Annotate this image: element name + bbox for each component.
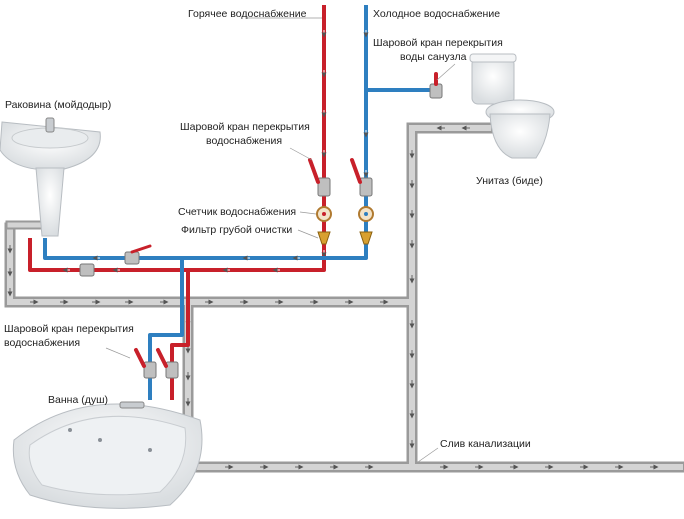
drain-label: Слив канализации (440, 438, 531, 450)
cold-water-meter-icon (358, 206, 374, 222)
meter-label: Счетчик водоснабжения (178, 206, 296, 218)
main-hot-valve (308, 158, 331, 197)
toilet-valve-label-2: воды санузла (400, 51, 467, 63)
sink-hot-valve (79, 263, 95, 277)
bath-hot-valve (156, 348, 179, 379)
toilet-label: Унитаз (биде) (476, 175, 543, 187)
bath-valve-label-2: водоснабжения (4, 337, 80, 349)
cold-filter-icon (359, 231, 373, 245)
hot-supply-label: Горячее водоснабжение (188, 8, 307, 20)
toilet-valve (429, 72, 443, 99)
sink-label: Раковина (мойдодыр) (5, 99, 111, 111)
filter-label: Фильтр грубой очистки (181, 224, 292, 236)
drain-leader (417, 447, 439, 463)
bath-valve-label-1: Шаровой кран перекрытия (4, 323, 134, 335)
bathtub-illustration (12, 401, 203, 509)
cold-supply-label: Холодное водоснабжение (373, 8, 500, 20)
bath-cold-valve (134, 348, 157, 379)
main-valve-leader (289, 147, 313, 161)
toilet-illustration (469, 53, 555, 159)
filter-leader (297, 229, 319, 239)
toilet-valve-leader (436, 63, 456, 81)
hot-water-meter-icon (316, 206, 332, 222)
sink-illustration (0, 117, 101, 237)
meter-leader (299, 211, 317, 215)
cold-water-pipes (43, 5, 432, 400)
bath-label: Ванна (душ) (48, 394, 108, 406)
main-valve-label-2: водоснабжения (206, 135, 282, 147)
main-valve-label-1: Шаровой кран перекрытия (180, 121, 310, 133)
sink-cold-valve (124, 244, 152, 265)
main-cold-valve (350, 158, 373, 197)
hot-filter-icon (317, 231, 331, 245)
bath-valve-leader (105, 347, 131, 359)
toilet-valve-label-1: Шаровой кран перекрытия (373, 37, 503, 49)
cold-flow-arrows (92, 30, 369, 261)
hot-flow-arrows (62, 30, 327, 273)
